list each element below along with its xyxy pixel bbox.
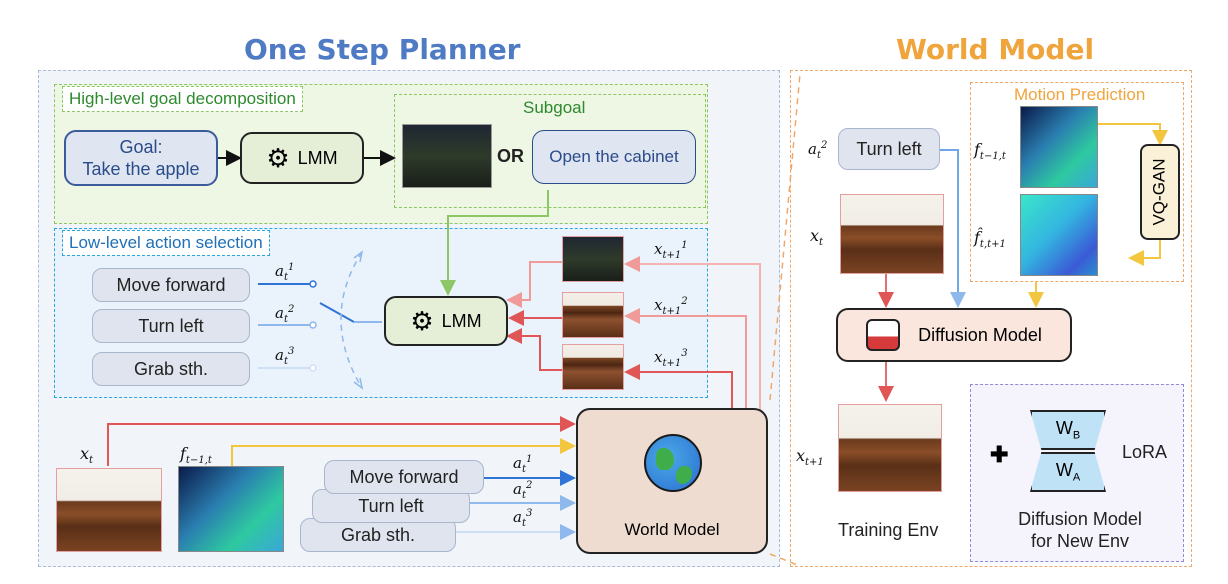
- flow-label: ft−1,t: [180, 444, 212, 467]
- goal-box: Goal: Take the apple: [64, 130, 218, 186]
- wm-a3-label: at3: [513, 508, 533, 529]
- world-model-box: World Model: [576, 408, 768, 554]
- xt-label: xt: [80, 444, 94, 467]
- wm-action-symbol: at2: [808, 140, 828, 161]
- diffusion-model-box: Diffusion Model: [836, 308, 1072, 362]
- wm-a1-label: at1: [513, 454, 533, 475]
- lora-wa-trapezoid: WA: [1030, 452, 1106, 492]
- or-label: OR: [497, 146, 524, 166]
- vqgan-box: VQ-GAN: [1140, 144, 1180, 240]
- subgoal-image: [402, 124, 492, 188]
- a3-label: at3: [275, 346, 295, 367]
- wm-xnext-label: xt+1: [796, 446, 824, 469]
- new-env-label: Diffusion Model for New Env: [1018, 509, 1142, 551]
- vqgan-label: VQ-GAN: [1150, 158, 1169, 226]
- lora-wb-trapezoid: WB: [1030, 410, 1106, 450]
- xt-image: [56, 468, 162, 552]
- globe-icon: [644, 434, 702, 492]
- lmm-label: LMM: [441, 310, 482, 331]
- planner-title: One Step Planner: [244, 33, 521, 66]
- wb-label: WB: [1055, 418, 1081, 442]
- wa-label: WA: [1055, 460, 1081, 484]
- x2-next-label: xt+12: [654, 296, 688, 317]
- lmm-label: LMM: [297, 147, 338, 168]
- low-level-label: Low-level action selection: [62, 230, 270, 256]
- a1-label: at1: [275, 262, 295, 283]
- wm-xt-image: [840, 194, 944, 274]
- next-state-image-2: [562, 292, 624, 338]
- next-state-image-3: [562, 344, 624, 390]
- x1-next-label: xt+11: [654, 240, 688, 261]
- lmm-box-low: ⚙ LMM: [384, 296, 508, 346]
- action-grab: Grab sth.: [92, 352, 250, 386]
- lmm-box-top: ⚙ LMM: [240, 132, 364, 184]
- subgoal-text-box: Open the cabinet: [532, 130, 696, 184]
- wm-turn-left-box: Turn left: [838, 128, 940, 170]
- action-turn-left: Turn left: [92, 309, 250, 343]
- wm-xnext-image: [838, 404, 942, 492]
- wm-a2-label: at2: [513, 480, 533, 501]
- wm-action-grab: Grab sth.: [300, 518, 456, 552]
- wm-action-turn-left: Turn left: [312, 489, 470, 523]
- flow-image: [178, 466, 284, 552]
- diffusion-icon: [866, 319, 901, 351]
- a2-label: at2: [275, 304, 295, 325]
- motion-prediction-label: Motion Prediction: [1014, 85, 1146, 104]
- wm-action-move-forward: Move forward: [324, 460, 484, 494]
- high-level-label: High-level goal decomposition: [62, 86, 303, 112]
- wm-flow-pred-label: f̂t,t+1: [974, 228, 1006, 251]
- wm-flow-prev-label: ft−1,t: [974, 140, 1006, 163]
- wm-xt-label: xt: [810, 226, 824, 249]
- world-model-box-label: World Model: [624, 520, 720, 539]
- subgoal-label: Subgoal: [523, 98, 586, 117]
- lora-label: LoRA: [1122, 442, 1168, 462]
- wm-flow-prev-image: [1020, 106, 1098, 188]
- wm-flow-pred-image: [1020, 194, 1098, 276]
- openai-icon: ⚙: [266, 143, 290, 173]
- world-model-title: World Model: [896, 33, 1095, 66]
- diffusion-model-label: Diffusion Model: [918, 324, 1042, 345]
- plus-icon: ✚: [990, 442, 1009, 467]
- next-state-image-1: [562, 236, 624, 282]
- openai-icon: ⚙: [410, 306, 434, 336]
- action-move-forward: Move forward: [92, 268, 250, 302]
- x3-next-label: xt+13: [654, 348, 688, 369]
- training-env-label: Training Env: [838, 520, 939, 540]
